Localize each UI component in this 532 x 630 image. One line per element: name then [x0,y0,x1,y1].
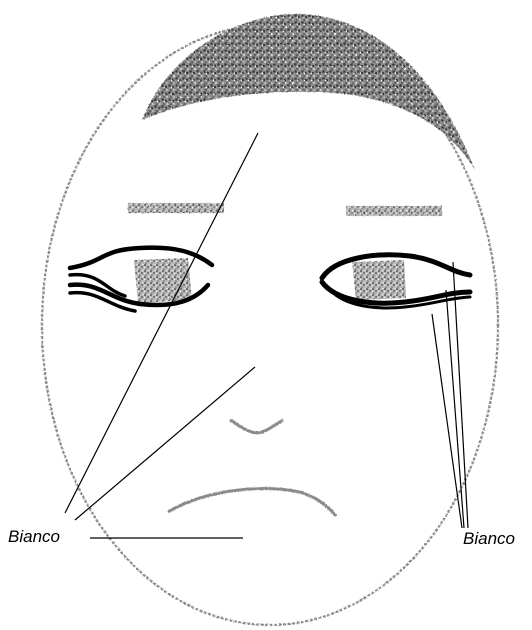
hair [142,14,475,170]
label-bianco-left: Bianco [8,528,60,545]
mouth [168,489,336,516]
label-bianco-right: Bianco [463,530,515,547]
left-eyebrow [128,203,224,213]
left-eye [70,248,212,311]
right-eyebrow [346,206,442,216]
right-eye [322,255,470,308]
right-iris [352,260,406,300]
nose [230,420,283,433]
left-leader-lines [65,133,258,538]
